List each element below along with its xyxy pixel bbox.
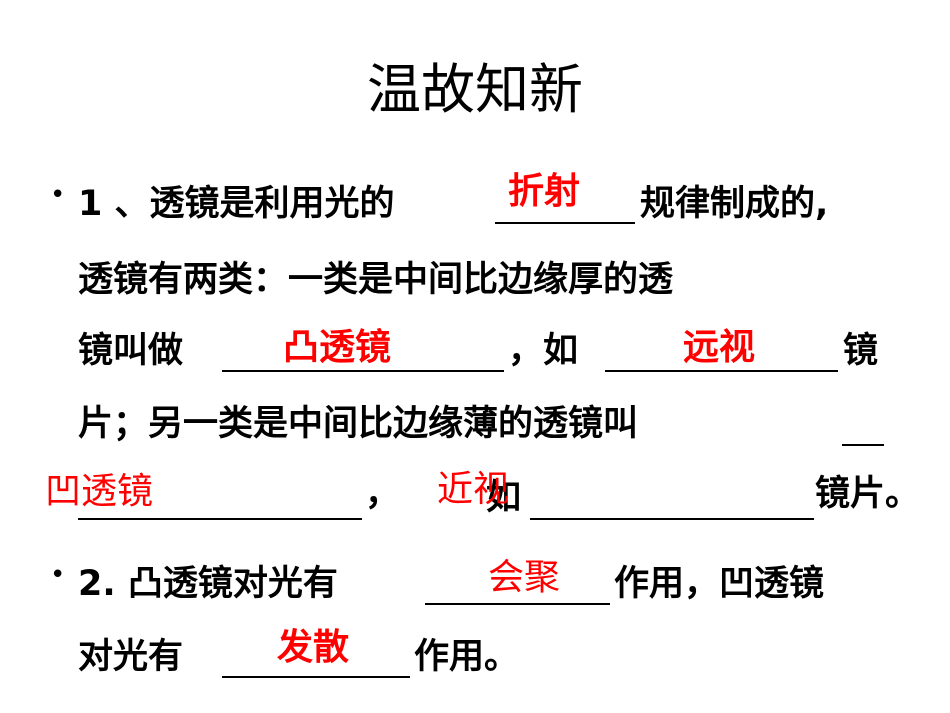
q1-answer-5: 近视 (437, 469, 510, 510)
q1-blank-4a (842, 444, 884, 446)
q1-line1-start: 1 、透镜是利用光的 (78, 184, 395, 224)
q1-blank-4b (78, 518, 362, 520)
q1-line3-start: 镜叫做 (78, 331, 184, 371)
q1-line3-mid: ，如 (508, 331, 579, 371)
q2-line2-start: 对光有 (78, 637, 184, 677)
q1-answer-3: 远视 (683, 327, 756, 368)
q2-line1-start: 2. 凸透镜对光有 (78, 564, 338, 604)
q1-line1-end: 规律制成的, (640, 184, 829, 224)
q1-line5-ru: 如 (486, 478, 522, 518)
q1-answer-2: 凸透镜 (283, 327, 392, 368)
q1-line3-end: 镜 (843, 331, 879, 371)
q2-line1-end: 作用，凹透镜 (614, 564, 825, 604)
q1-line4: 片；另一类是中间比边缘薄的透镜叫 (78, 404, 639, 444)
q1-blank-1 (495, 222, 635, 224)
q2-blank-2 (222, 676, 410, 678)
bullet-q1: • (50, 180, 66, 210)
q1-line5-comma: ， (365, 474, 401, 514)
q2-line2-end: 作用。 (414, 637, 520, 677)
q1-line5-end: 镜片。 (815, 474, 921, 514)
bullet-q2: • (50, 560, 66, 590)
q1-blank-2 (222, 370, 504, 372)
q2-answer-2: 发散 (277, 627, 350, 668)
q1-line2: 透镜有两类：一类是中间比边缘厚的透 (78, 260, 674, 300)
q1-blank-3 (605, 370, 838, 372)
q2-blank-1 (425, 603, 610, 605)
q2-answer-1: 会聚 (488, 557, 561, 598)
q1-answer-4: 凹透镜 (45, 471, 154, 512)
slide-title: 温故知新 (367, 58, 583, 121)
q1-answer-1: 折射 (508, 171, 581, 212)
q1-blank-5 (530, 518, 814, 520)
